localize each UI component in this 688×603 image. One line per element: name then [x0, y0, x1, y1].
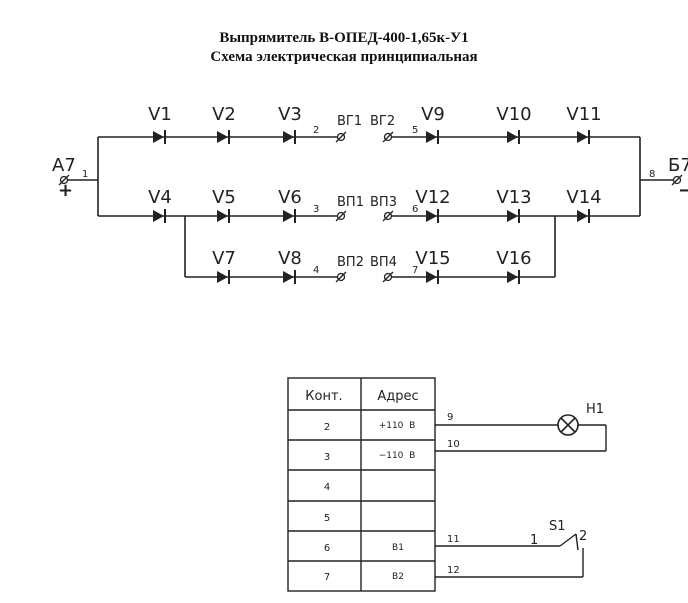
label-v16: V16	[496, 248, 531, 269]
diode-v2	[216, 129, 230, 145]
node-5: 5	[412, 125, 418, 136]
label-v13: V13	[496, 187, 531, 208]
label-v15: V15	[415, 248, 450, 269]
label-vp4: ВП4	[370, 255, 397, 270]
lamp-icon	[557, 414, 579, 436]
diode-v6	[282, 208, 296, 224]
label-v8: V8	[278, 248, 302, 269]
document-title: Выпрямитель В-ОПЕД-400-1,65к-У1	[219, 30, 469, 46]
diode-v9	[425, 129, 439, 145]
diode-v5	[216, 208, 230, 224]
table-header-addr: Адрес	[377, 389, 418, 404]
connector-marks	[58, 131, 683, 283]
label-v6: V6	[278, 187, 302, 208]
label-v11: V11	[566, 104, 601, 125]
table-row-addr: +110 В	[379, 421, 416, 431]
diode-v11	[576, 129, 590, 145]
terminal-a7-label: А7	[52, 155, 76, 176]
label-vp2: ВП2	[337, 255, 364, 270]
table-row-kont: 2	[324, 422, 330, 433]
table-row-addr: В2	[392, 572, 404, 582]
node-4: 4	[313, 265, 319, 276]
diode-v7	[216, 269, 230, 285]
label-vp3: ВП3	[370, 195, 397, 210]
table-row-addr: −110 В	[379, 451, 416, 461]
lamp-switch-labels: H1 S1 1 2 9 10 11 12	[447, 402, 604, 576]
table-row-kont: 6	[324, 543, 330, 554]
wire-12: 12	[447, 565, 460, 576]
terminal-minus-sign: −	[678, 180, 688, 201]
node-1: 1	[82, 169, 88, 180]
diode-v15	[425, 269, 439, 285]
label-vg2: ВГ2	[370, 114, 395, 129]
table-row-kont: 4	[324, 482, 330, 493]
label-v2: V2	[212, 104, 236, 125]
label-v14: V14	[566, 187, 601, 208]
lamp-switch-wiring	[435, 424, 607, 578]
diode-v12	[425, 208, 439, 224]
terminal-plus-sign: +	[58, 180, 73, 201]
diode-v13	[506, 208, 520, 224]
table-row-kont: 7	[324, 572, 330, 583]
node-3: 3	[313, 204, 319, 215]
switch-pin-2: 2	[579, 529, 587, 544]
node-6: 6	[412, 204, 418, 215]
label-vp1: ВП1	[337, 195, 364, 210]
table-row-addr: В1	[392, 543, 404, 553]
diode-v1	[152, 129, 166, 145]
wire-11: 11	[447, 534, 460, 545]
address-table: Конт. Адрес 2 +110 В 3 −110 В 4 5 6 В1 7…	[305, 389, 418, 583]
label-v5: V5	[212, 187, 236, 208]
diode-v8	[282, 269, 296, 285]
connector-labels: ВГ1 ВГ2 ВП1 ВП3 ВП2 ВП4	[337, 114, 397, 270]
diode-v16	[506, 269, 520, 285]
wire-9: 9	[447, 412, 453, 423]
switch-label: S1	[549, 519, 566, 534]
address-table-grid	[287, 377, 436, 592]
node-8: 8	[649, 169, 655, 180]
document-subtitle: Схема электрическая принципиальная	[210, 49, 478, 65]
wire-10: 10	[447, 439, 460, 450]
label-v9: V9	[421, 104, 445, 125]
label-v4: V4	[148, 187, 172, 208]
terminal-b7-label: Б7	[668, 155, 688, 176]
table-row-kont: 3	[324, 452, 330, 463]
table-row-kont: 5	[324, 513, 330, 524]
diode-v14	[576, 208, 590, 224]
table-header-kont: Конт.	[305, 389, 342, 404]
label-v1: V1	[148, 104, 172, 125]
switch-pin-1: 1	[530, 533, 538, 548]
node-2: 2	[313, 125, 319, 136]
label-v10: V10	[496, 104, 531, 125]
lamp-label: H1	[586, 402, 604, 417]
diode-labels: V1 V2 V3 V9 V10 V11 V4 V5 V6 V12 V13 V14…	[148, 104, 601, 269]
label-vg1: ВГ1	[337, 114, 362, 129]
diode-v4	[152, 208, 166, 224]
node-7: 7	[412, 265, 418, 276]
diode-v10	[506, 129, 520, 145]
label-v7: V7	[212, 248, 236, 269]
diode-v3	[282, 129, 296, 145]
label-v3: V3	[278, 104, 302, 125]
label-v12: V12	[415, 187, 450, 208]
node-numbers: 2 5 3 6 4 7 1 8	[82, 125, 655, 276]
